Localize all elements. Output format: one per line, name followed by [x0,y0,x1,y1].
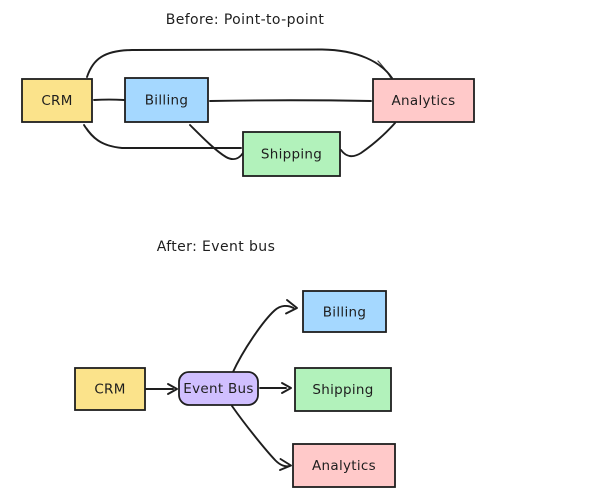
after-node-shipping-label: Shipping [312,382,373,398]
before-node-analytics-box [372,78,475,123]
after-node-billing-box [302,290,387,333]
arrowhead-eventbus-shipping [281,382,292,394]
arrow-crm-eventbus [145,383,178,395]
after-node-billing-label: Billing [323,305,367,321]
before-node-crm-box [21,78,93,123]
after-title: After: Event bus [157,239,276,255]
edge-crm-shipping-sketch [85,127,114,148]
before-node-crm-label: CRM [41,93,72,109]
edge-billing-analytics [209,99,372,102]
after-node-crm: CRM [74,367,146,411]
before-node-analytics-label: Analytics [391,93,455,109]
arrowhead-eventbus-analytics [279,458,292,471]
after-node-analytics-box [292,443,396,488]
after-node-event-bus-box [178,371,259,406]
arrow-eventbus-shipping [259,382,292,394]
after-node-shipping: Shipping [294,367,392,412]
after-node-crm-box [74,367,146,411]
arrow-eventbus-analytics [231,405,292,471]
before-node-shipping: Shipping [242,131,341,177]
before-title: Before: Point-to-point [166,12,325,28]
before-node-crm: CRM [21,78,93,123]
arrow-eventbus-billing [231,299,298,374]
arrowhead-crm-eventbus [167,383,178,395]
arrowhead-eventbus-billing [285,299,298,315]
before-node-billing-label: Billing [145,93,189,109]
edge-billing-shipping [189,124,244,161]
edge-shipping-analytics [340,122,396,158]
edge-crm-analytics [86,48,393,79]
after-node-analytics-label: Analytics [312,458,376,474]
before-node-shipping-label: Shipping [261,147,322,163]
after-node-crm-label: CRM [94,382,125,398]
edge-crm-analytics-sketch [377,60,392,79]
before-node-analytics: Analytics [372,78,475,123]
before-node-billing-box [124,77,209,123]
before-node-shipping-box [242,131,341,177]
after-node-billing: Billing [302,290,387,333]
after-node-shipping-box [294,367,392,412]
after-node-event-bus: Event Bus [178,371,259,406]
before-node-billing: Billing [124,77,209,123]
after-node-event-bus-label: Event Bus [183,381,254,397]
after-node-analytics: Analytics [292,443,396,488]
